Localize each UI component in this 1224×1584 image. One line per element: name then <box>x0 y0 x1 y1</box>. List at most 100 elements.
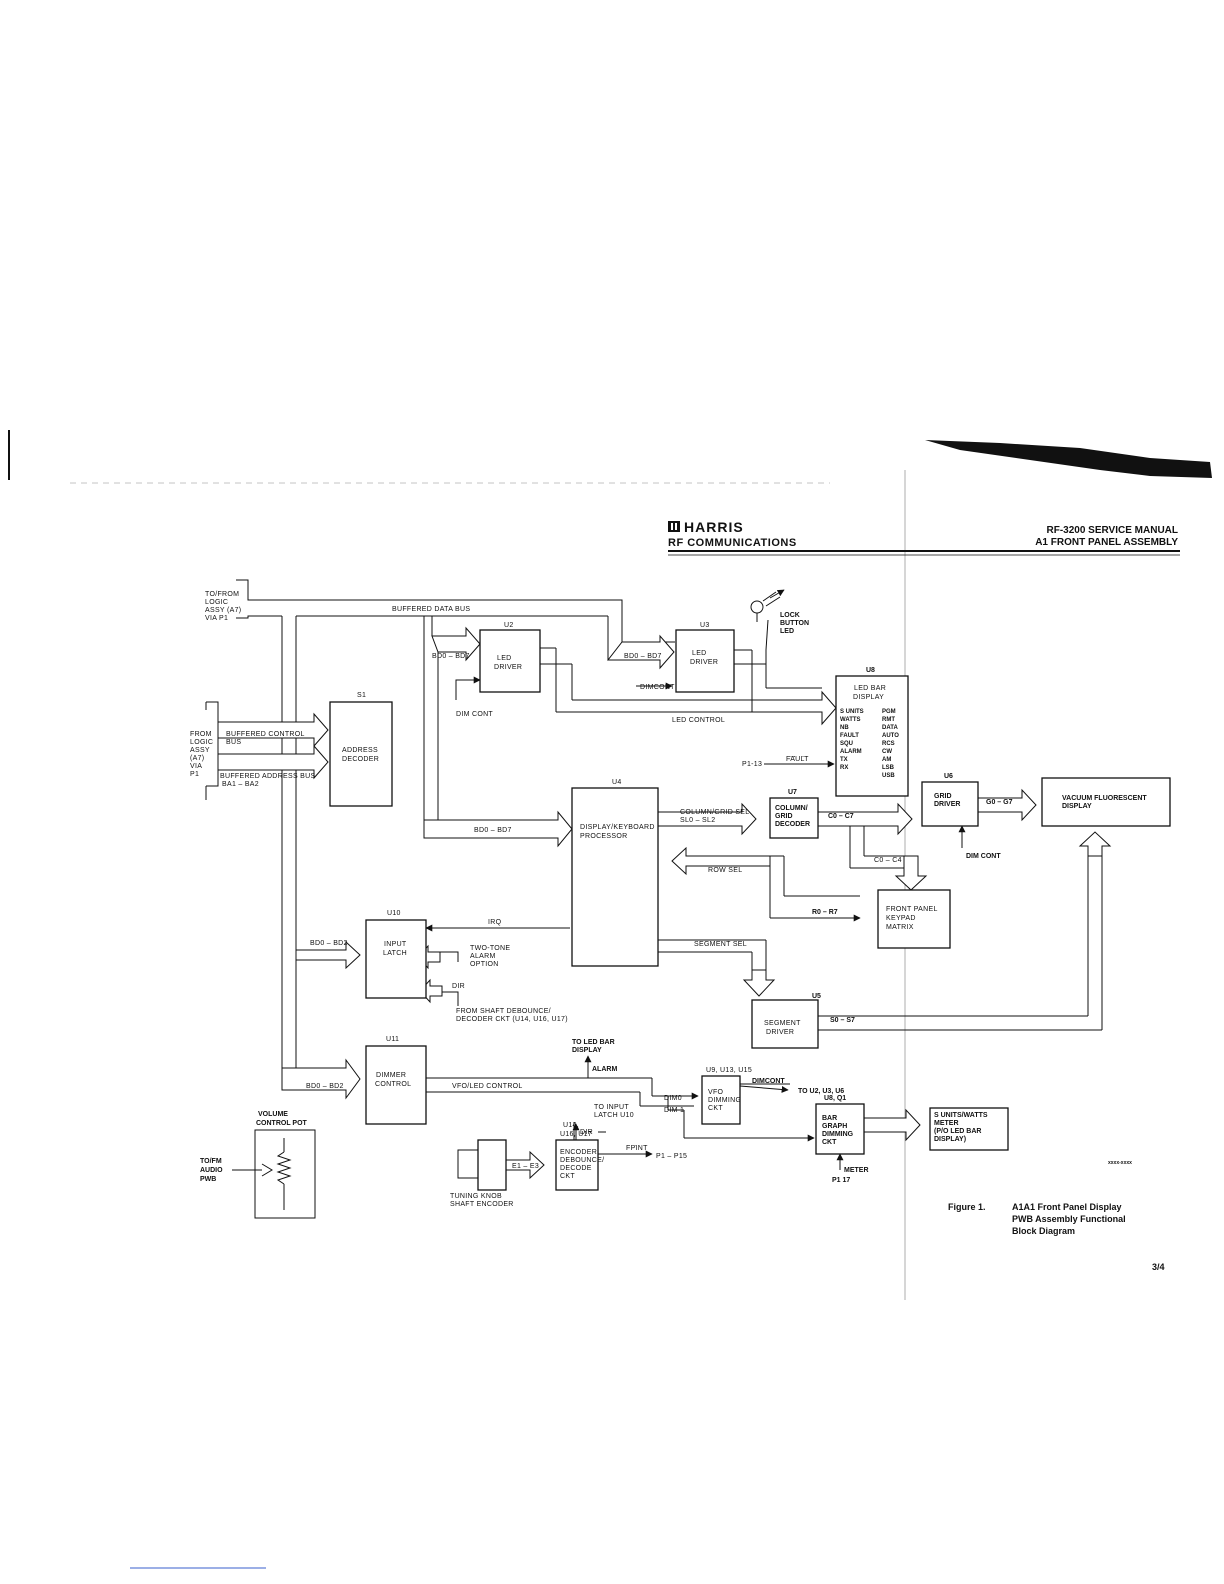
irq-label: IRQ <box>488 919 502 926</box>
tuning-label-1: TUNING KNOB <box>450 1193 502 1200</box>
meter-arrow <box>863 1108 921 1142</box>
buffered-control-label-2: BUS <box>226 739 241 746</box>
u8-right-indicator-item: RMT <box>882 717 895 723</box>
vfo-dimming-block <box>701 1075 741 1125</box>
s0-s7-label: S0 – S7 <box>830 1017 855 1024</box>
u8-right-indicator-item: DATA <box>882 725 898 731</box>
caption-line-3: Block Diagram <box>1012 1226 1075 1236</box>
figure-number: Figure 1. <box>948 1202 986 1212</box>
bd-u3-label: BD0 – BD7 <box>624 653 662 660</box>
caption-line-1: A1A1 Front Panel Display <box>1012 1202 1122 1212</box>
u4-label-2: PROCESSOR <box>580 833 627 840</box>
s1-ref: S1 <box>357 692 366 699</box>
lock-label-3: LED <box>780 628 794 635</box>
u2-label-2: DRIVER <box>494 664 522 671</box>
dim0-label: DIM0 <box>664 1095 682 1102</box>
from-label-2: LOGIC <box>190 739 213 746</box>
u8-left-indicator-item: TX <box>840 757 848 763</box>
lock-label-1: LOCK <box>780 612 800 619</box>
bar-graph-block <box>815 1103 865 1155</box>
tofm-label-1: TO/FM <box>200 1158 222 1165</box>
keypad-label-3: MATRIX <box>886 924 914 931</box>
harris-logo-icon <box>668 521 680 532</box>
to-input-label-1: TO INPUT <box>594 1104 629 1111</box>
bd-u2-label: BD0 – BD7 <box>432 653 470 660</box>
bar-label-3: DIMMING <box>822 1131 854 1138</box>
col-grid-sel-label-1: COLUMN/GRID SEL <box>680 809 749 816</box>
u11-label-1: DIMMER <box>376 1072 406 1079</box>
vfd-block <box>1041 777 1171 827</box>
volume-label-1: VOLUME <box>258 1111 288 1118</box>
meter-signal-label: METER <box>844 1167 869 1174</box>
from-label-4: (A7) <box>190 755 204 762</box>
colgrid-arrow <box>657 802 757 836</box>
meter-label-3: (P/O LED BAR <box>934 1128 981 1135</box>
u8-ref: U8 <box>866 667 875 674</box>
u2-label-1: LED <box>497 655 512 662</box>
block-labels: S1 ADDRESS DECODER U2 LED DRIVER U3 LED … <box>342 622 1147 1180</box>
u8-left-indicator-item: WATTS <box>840 717 861 723</box>
volume-label-2: CONTROL POT <box>256 1120 308 1127</box>
u11-dimmer-control-block <box>365 1045 427 1125</box>
to-led-bar-label-1: TO LED BAR <box>572 1039 615 1046</box>
signal-arrows <box>425 589 966 1170</box>
fault-label: FAULT <box>786 756 809 763</box>
u8-right-indicator-item: LSB <box>882 765 895 771</box>
s1-label-2: DECODER <box>342 756 379 763</box>
from-label-1: FROM <box>190 731 212 738</box>
section-title: A1 FRONT PANEL ASSEMBLY <box>1035 537 1178 548</box>
u8-led-bar-display-block <box>835 675 909 797</box>
vfo-label-2: DIMMING <box>708 1097 741 1104</box>
c0c4-arrow <box>894 855 928 891</box>
e1-e3-label: E1 – E3 <box>512 1163 539 1170</box>
u2-led-driver-block <box>479 629 541 693</box>
s1-address-decoder-block <box>329 701 393 807</box>
p1-13-label: P1-13 <box>742 761 762 768</box>
u2-ref: U2 <box>504 622 514 629</box>
segment-sel-arrow <box>742 969 776 997</box>
u3-bus-arrow <box>606 634 675 670</box>
u4-label-1: DISPLAY/KEYBOARD <box>580 824 655 831</box>
col-grid-sel-label-2: SL0 – SL2 <box>680 817 715 824</box>
meter-block <box>929 1107 1009 1151</box>
manual-title: RF-3200 SERVICE MANUAL <box>1046 525 1178 536</box>
two-tone-label-1: TWO-TONE <box>470 945 510 952</box>
fpint-label: FPINT <box>626 1145 648 1152</box>
u8-left-indicator-item: ALARM <box>840 749 862 755</box>
u7-label-2: GRID <box>775 813 793 820</box>
u7-ref: U7 <box>788 789 797 796</box>
buffered-data-bus-label: BUFFERED DATA BUS <box>392 606 470 613</box>
u4-processor-block <box>571 787 659 967</box>
to-from-label-4: VIA P1 <box>205 615 228 622</box>
u5-segment-driver-block <box>751 999 819 1049</box>
p1-17-label: P1 17 <box>832 1177 850 1184</box>
row-sel-label: ROW SEL <box>708 867 742 874</box>
dim-cont-u2-label: DIM CONT <box>456 711 493 718</box>
dim-cont-u6-label: DIM CONT <box>966 853 1001 860</box>
meter-label-4: DISPLAY) <box>934 1136 966 1143</box>
shaft-encoder-block <box>477 1139 507 1191</box>
u2-bus-arrow <box>431 626 481 662</box>
c0c7-arrow <box>817 802 913 836</box>
keypad-matrix-block <box>877 889 951 949</box>
s1-label-1: ADDRESS <box>342 747 378 754</box>
u6-label-1: GRID <box>934 793 952 800</box>
u10-ref: U10 <box>387 910 401 917</box>
u8-label-1: LED BAR <box>854 685 886 692</box>
vfo-led-control-label: VFO/LED CONTROL <box>452 1083 523 1090</box>
u3-label-2: DRIVER <box>690 659 718 666</box>
bar-ref: U8, Q1 <box>824 1095 846 1102</box>
u3-ref: U3 <box>700 622 710 629</box>
to-input-label-2: LATCH U10 <box>594 1112 634 1119</box>
signal-labels: TO/FROM LOGIC ASSY (A7) VIA P1 BUFFERED … <box>190 591 1013 1208</box>
enc-label-4: CKT <box>560 1173 575 1180</box>
tofm-label-2: AUDIO <box>200 1167 223 1174</box>
lock-label-2: BUTTON <box>780 620 809 627</box>
dimcont-out-label: DIMCONT <box>752 1078 785 1085</box>
bd-u11-label: BD0 – BD2 <box>306 1083 344 1090</box>
u11-ref: U11 <box>386 1036 399 1043</box>
led-control-label: LED CONTROL <box>672 717 725 724</box>
brand-name: HARRIS <box>684 519 744 535</box>
